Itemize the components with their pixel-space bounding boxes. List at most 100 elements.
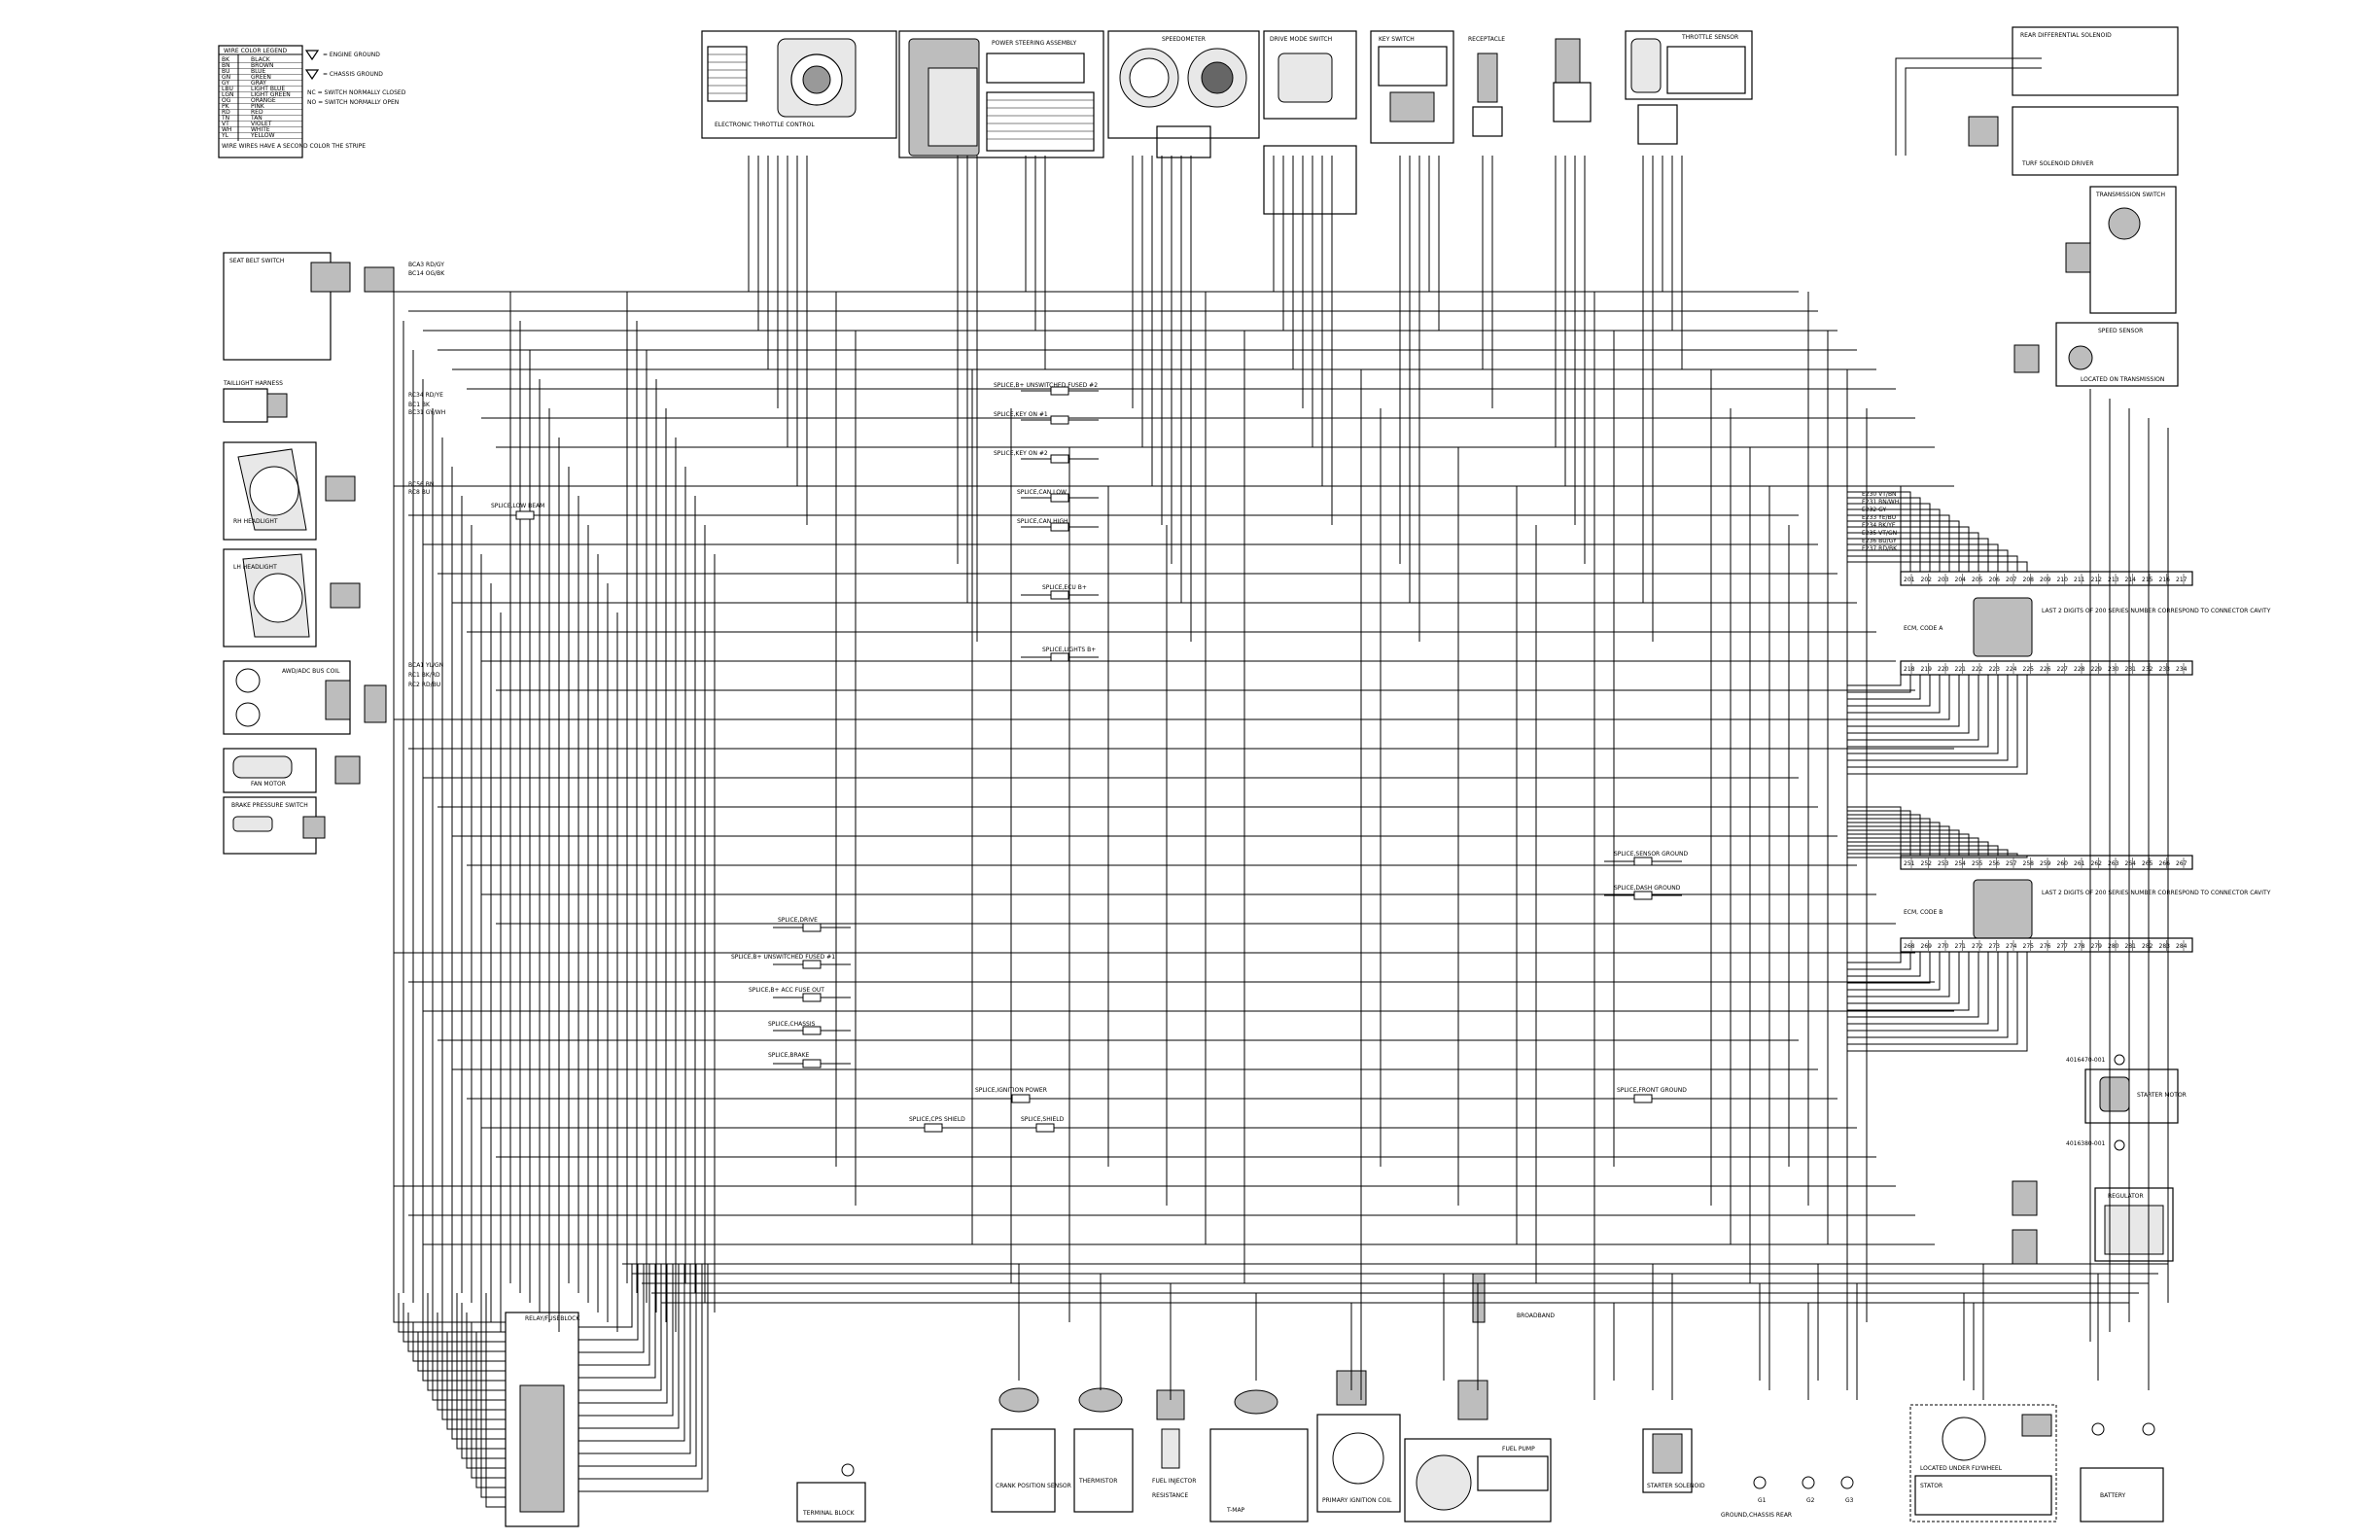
stator-label: STATOR: [1920, 1483, 1942, 1489]
ecm-pin: 205: [1972, 577, 1983, 583]
wire-run: [578, 1264, 680, 1429]
regulator-label: REGULATOR: [2108, 1193, 2144, 1200]
ecm-pin: 278: [2074, 943, 2085, 950]
ecm-pin: 279: [2091, 943, 2103, 950]
receptacle-label: RECEPTACLE: [1468, 36, 1505, 43]
wire-run: [1847, 952, 2018, 1045]
wire-run: [1847, 952, 1921, 977]
wire-run: [1847, 845, 1999, 856]
wire-run: [1847, 822, 1941, 856]
seat-belt-switch: SEAT BELT SWITCH: [223, 252, 395, 361]
wire-run: [578, 1264, 697, 1467]
thermistor-label: THERMISTOR: [1078, 1478, 1117, 1485]
wire-run: [437, 1312, 506, 1411]
ecm-pin: 224: [2006, 666, 2017, 673]
wire-run: [1847, 485, 1902, 572]
wire-run: [578, 1264, 703, 1480]
splice-b-unswitched-2: SPLICE,B+ UNSWITCHED FUSED #2: [994, 382, 1098, 389]
wire-run: [1847, 675, 1989, 748]
ecm-pin: 226: [2040, 666, 2051, 673]
splice-drive: SPLICE,DRIVE: [778, 917, 818, 924]
splice-marker: [1050, 386, 1069, 396]
ecm-pin: 270: [1938, 943, 1949, 950]
splice-chassis: SPLICE,CHASSIS: [768, 1021, 816, 1028]
starter-solenoid-label: STARTER SOLENOID: [1647, 1483, 1705, 1489]
wire-run: [1847, 849, 2009, 856]
legend-color-code: BN: [222, 62, 230, 69]
wire-run: [1847, 675, 1979, 741]
ecm-pin: 280: [2108, 943, 2119, 950]
ecm-pin: 233: [2159, 666, 2171, 673]
wire-run: [1847, 543, 1999, 572]
ecm-pin: 234: [2176, 666, 2188, 673]
etc-label: ELECTRONIC THROTTLE CONTROL: [715, 122, 815, 128]
lh-headlight-label: LH HEADLIGHT: [233, 564, 277, 571]
wire-run: [1847, 952, 1989, 1025]
splice-marker: [1050, 522, 1069, 532]
broadband-sensor: BROADBAND: [1457, 1273, 1555, 1420]
wire-run: [578, 1264, 668, 1404]
terminal-block-label: TERMINAL BLOCK: [802, 1510, 856, 1517]
splice-front-ground: SPLICE,FRONT GROUND: [1617, 1087, 1687, 1094]
splice-marker: [802, 1059, 822, 1068]
primary-ignition-coil: PRIMARY IGNITION COIL: [1316, 1370, 1401, 1513]
legend-color-name: GRAY: [251, 80, 266, 87]
legend-color-name: GREEN: [251, 74, 271, 81]
splice-labels: SPLICE,B+ UNSWITCHED FUSED #2 SPLICE,KEY…: [491, 382, 1689, 1123]
ecm-pin: 204: [1955, 577, 1967, 583]
wire-label: BC1 BK: [408, 402, 431, 408]
wire-run: [1847, 503, 1931, 572]
wire-label: RC34 RD/YE: [408, 392, 443, 399]
wire-run: [1847, 952, 2028, 1052]
wire-run: [1847, 952, 1902, 963]
ground-g2: G2: [1806, 1497, 1815, 1504]
ecm-pin: 230: [2108, 666, 2119, 673]
ecm-pin: 215: [2142, 577, 2153, 583]
wire-run: [1895, 57, 2042, 156]
fan-motor: FAN MOTOR: [223, 748, 361, 793]
wire-run: [1905, 67, 2042, 156]
legend-color-code: TN: [221, 115, 229, 122]
ecm-pin: 268: [1904, 943, 1915, 950]
ecm-pin: 256: [1989, 860, 2001, 867]
splice-connectors: [486, 386, 1682, 1133]
wire-run: [471, 1322, 506, 1479]
ecm-pin: 209: [2040, 577, 2051, 583]
brake-pressure-switch: BRAKE PRESSURE SWITCH: [223, 796, 326, 855]
ecm-pin: 216: [2159, 577, 2171, 583]
drive-mode-switch: DRIVE MODE SWITCH: [1263, 30, 1357, 215]
splice-key-on-1: SPLICE,KEY ON #1: [994, 411, 1048, 418]
ground-chassis-rear: GROUND,CHASSIS REAR G1 G2 G3: [1721, 1476, 1854, 1519]
splice-marker: [802, 960, 822, 969]
wire-run: [1847, 526, 1970, 572]
wire-run: [1847, 818, 1931, 856]
ecm-pin: 253: [1938, 860, 1949, 867]
wire-label: BC56 BN: [408, 481, 434, 488]
splice-dash-ground: SPLICE,DASH GROUND: [1614, 885, 1681, 892]
turf-solenoid-driver: TURF SOLENOID DRIVER: [2012, 106, 2179, 176]
wire-run: [578, 1264, 691, 1454]
ecm-pin: 260: [2057, 860, 2069, 867]
ecm-pin: 277: [2057, 943, 2069, 950]
wire-run: [1847, 675, 2009, 761]
ecm-b-note: LAST 2 DIGITS OF 200 SERIES NUMBER CORRE…: [2042, 890, 2271, 896]
wire-run: [1847, 856, 2028, 858]
starter-solenoid: STARTER SOLENOID: [1642, 1428, 1705, 1493]
wire-run: [1847, 829, 1960, 856]
taillight-label: TAILLIGHT HARNESS: [223, 380, 283, 387]
wire-run: [1847, 514, 1950, 572]
ecm-pin: 207: [2006, 577, 2017, 583]
wire-run: [1847, 952, 1970, 1011]
fuel-injector: FUEL INJECTOR: [1152, 1389, 1196, 1485]
ecm-pin: 225: [2023, 666, 2035, 673]
battery: BATTERY: [2080, 1422, 2164, 1522]
broadband-label: BROADBAND: [1517, 1312, 1555, 1319]
splice-marker: [802, 923, 822, 932]
splice-marker: [1050, 493, 1069, 503]
wire-run: [1847, 833, 1970, 856]
